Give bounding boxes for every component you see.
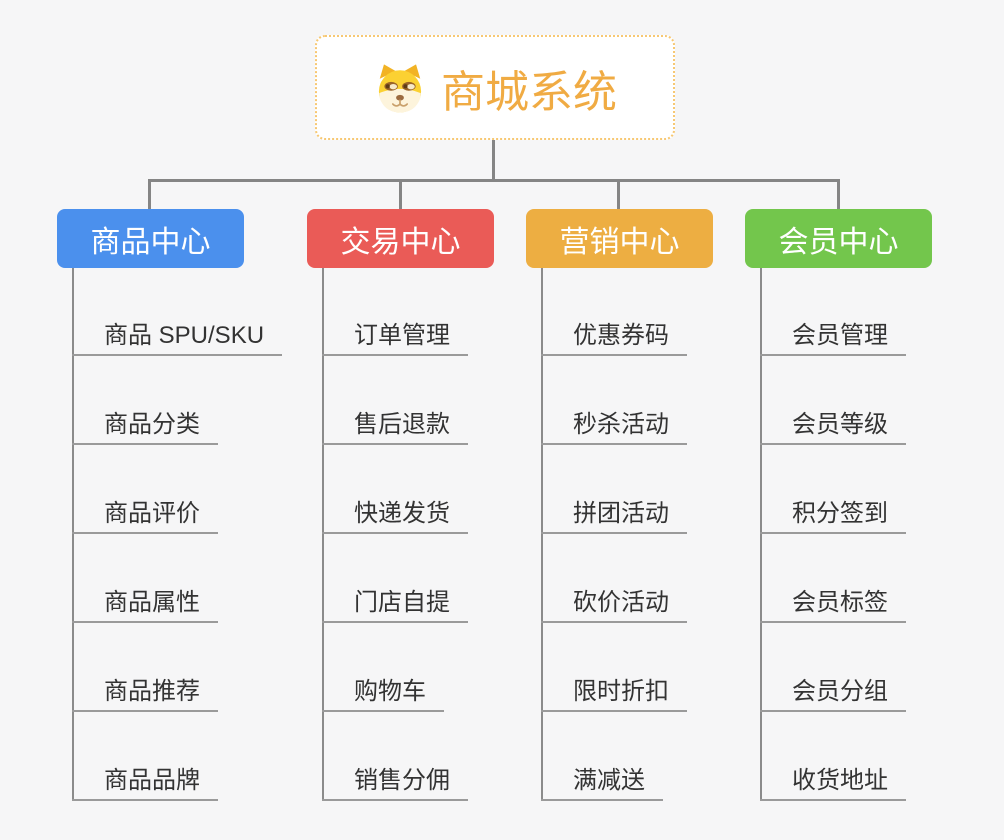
connector-column-line: [760, 268, 762, 801]
connector-drop: [837, 180, 840, 211]
connector-root-stem: [492, 140, 495, 181]
connector-drop: [399, 180, 402, 211]
leaf-node[interactable]: 会员等级: [760, 403, 906, 445]
leaf-node[interactable]: 购物车: [322, 670, 444, 712]
branch-header[interactable]: 营销中心: [526, 209, 713, 268]
leaf-node[interactable]: 商品 SPU/SKU: [72, 314, 283, 356]
connector-bus: [148, 179, 840, 182]
connector-drop: [148, 180, 151, 211]
leaf-node[interactable]: 优惠券码: [541, 314, 687, 356]
leaf-node[interactable]: 会员标签: [760, 581, 906, 623]
root-title: 商城系统: [441, 67, 617, 117]
leaf-node[interactable]: 积分签到: [760, 492, 906, 534]
leaf-node[interactable]: 商品评价: [72, 492, 218, 534]
dog-face-icon: [373, 61, 427, 115]
leaf-node[interactable]: 门店自提: [322, 581, 468, 623]
leaf-node[interactable]: 销售分佣: [322, 759, 468, 801]
leaf-node[interactable]: 售后退款: [322, 403, 468, 445]
leaf-node[interactable]: 砍价活动: [541, 581, 687, 623]
leaf-node[interactable]: 拼团活动: [541, 492, 687, 534]
branch-header[interactable]: 会员中心: [745, 209, 932, 268]
leaf-node[interactable]: 订单管理: [322, 314, 468, 356]
leaf-node[interactable]: 商品品牌: [72, 759, 218, 801]
leaf-node[interactable]: 商品推荐: [72, 670, 218, 712]
connector-drop: [617, 180, 620, 211]
leaf-node[interactable]: 会员分组: [760, 670, 906, 712]
branch-header[interactable]: 交易中心: [307, 209, 494, 268]
leaf-node[interactable]: 商品分类: [72, 403, 218, 445]
leaf-node[interactable]: 会员管理: [760, 314, 906, 356]
connector-column-line: [322, 268, 324, 801]
branch-header[interactable]: 商品中心: [57, 209, 244, 268]
connector-column-line: [72, 268, 74, 801]
root-node[interactable]: 商城系统: [315, 35, 675, 140]
leaf-node[interactable]: 收货地址: [760, 759, 906, 801]
leaf-node[interactable]: 快递发货: [322, 492, 468, 534]
leaf-node[interactable]: 商品属性: [72, 581, 218, 623]
leaf-node[interactable]: 满减送: [541, 759, 663, 801]
connector-column-line: [541, 268, 543, 801]
leaf-node[interactable]: 限时折扣: [541, 670, 687, 712]
leaf-node[interactable]: 秒杀活动: [541, 403, 687, 445]
